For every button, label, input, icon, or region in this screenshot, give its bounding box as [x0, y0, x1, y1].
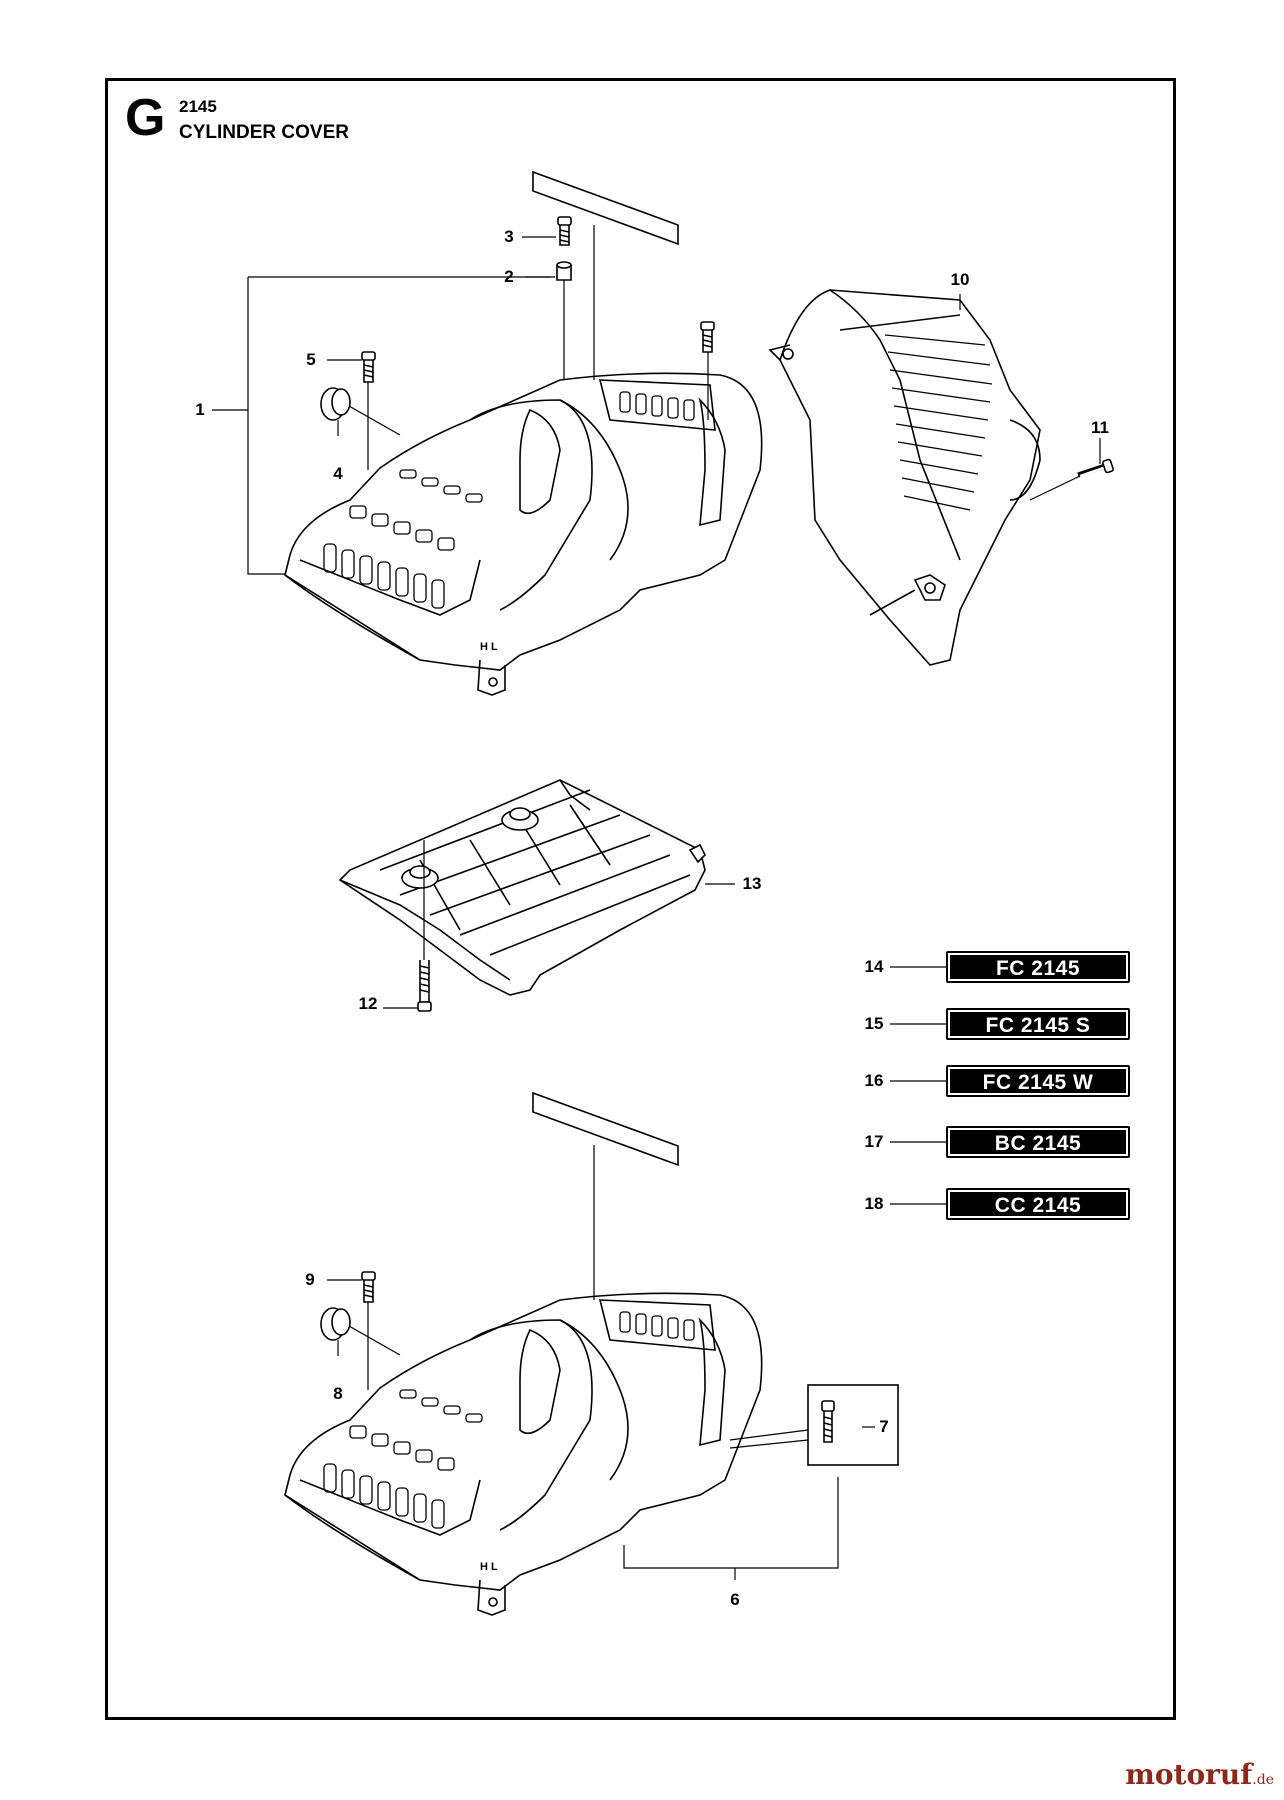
callout-17: 17	[864, 1132, 884, 1151]
screw-part-11	[1077, 458, 1114, 478]
section-title: CYLINDER COVER	[179, 122, 349, 143]
cover-mark-upper: H L	[480, 641, 498, 653]
callout-12: 12	[358, 994, 378, 1013]
decal-fc-2145-s: FC 2145 S	[946, 1008, 1130, 1040]
callout-18: 18	[864, 1194, 884, 1213]
sleeve-part-2	[556, 261, 572, 281]
leader-lines	[212, 225, 1101, 1580]
cylinder-cover-lower	[284, 1292, 763, 1616]
grommet-part-4	[320, 387, 351, 421]
callout-6: 6	[730, 1590, 740, 1609]
decal-plate-upper	[532, 170, 679, 246]
section-letter: G	[125, 89, 166, 147]
callout-4: 4	[333, 464, 343, 483]
grommet-part-8	[320, 1307, 351, 1341]
screw-part-12	[417, 960, 432, 1012]
screw-upper-right	[700, 321, 715, 353]
callout-11: 11	[1091, 418, 1109, 437]
callout-10: 10	[950, 270, 970, 289]
screw-part-9	[361, 1271, 376, 1303]
section-model: 2145	[179, 97, 217, 116]
decal-fc-2145-w: FC 2145 W	[946, 1065, 1130, 1097]
callout-7: 7	[879, 1417, 889, 1436]
screw-part-7	[821, 1400, 835, 1443]
callout-15: 15	[864, 1014, 884, 1033]
callout-13: 13	[742, 874, 762, 893]
callout-14: 14	[864, 957, 884, 976]
decal-bc-2145: BC 2145	[946, 1126, 1130, 1158]
watermark-name: motoruf	[1125, 1758, 1253, 1791]
cylinder-cover-upper	[284, 372, 763, 696]
callout-8: 8	[333, 1384, 343, 1403]
part-7-box	[807, 1384, 899, 1466]
decal-fc-2145: FC 2145	[946, 951, 1130, 983]
diagram-frame	[105, 78, 1176, 1720]
callout-16: 16	[864, 1071, 884, 1090]
watermark-logo[interactable]: motoruf.de	[1125, 1758, 1274, 1791]
watermark-tld: .de	[1252, 1772, 1274, 1788]
bottom-plate-part-13	[338, 779, 706, 996]
callout-5: 5	[306, 350, 316, 369]
air-shroud-part-10	[768, 289, 1041, 666]
decal-cc-2145: CC 2145	[946, 1188, 1130, 1220]
screw-part-3	[557, 216, 572, 246]
screw-part-5	[361, 351, 376, 383]
decal-plate-lower	[532, 1091, 679, 1167]
callout-9: 9	[305, 1270, 315, 1289]
callout-1: 1	[195, 400, 205, 419]
cover-mark-lower: H L	[480, 1561, 498, 1573]
callout-3: 3	[504, 227, 514, 246]
callout-2: 2	[504, 267, 514, 286]
